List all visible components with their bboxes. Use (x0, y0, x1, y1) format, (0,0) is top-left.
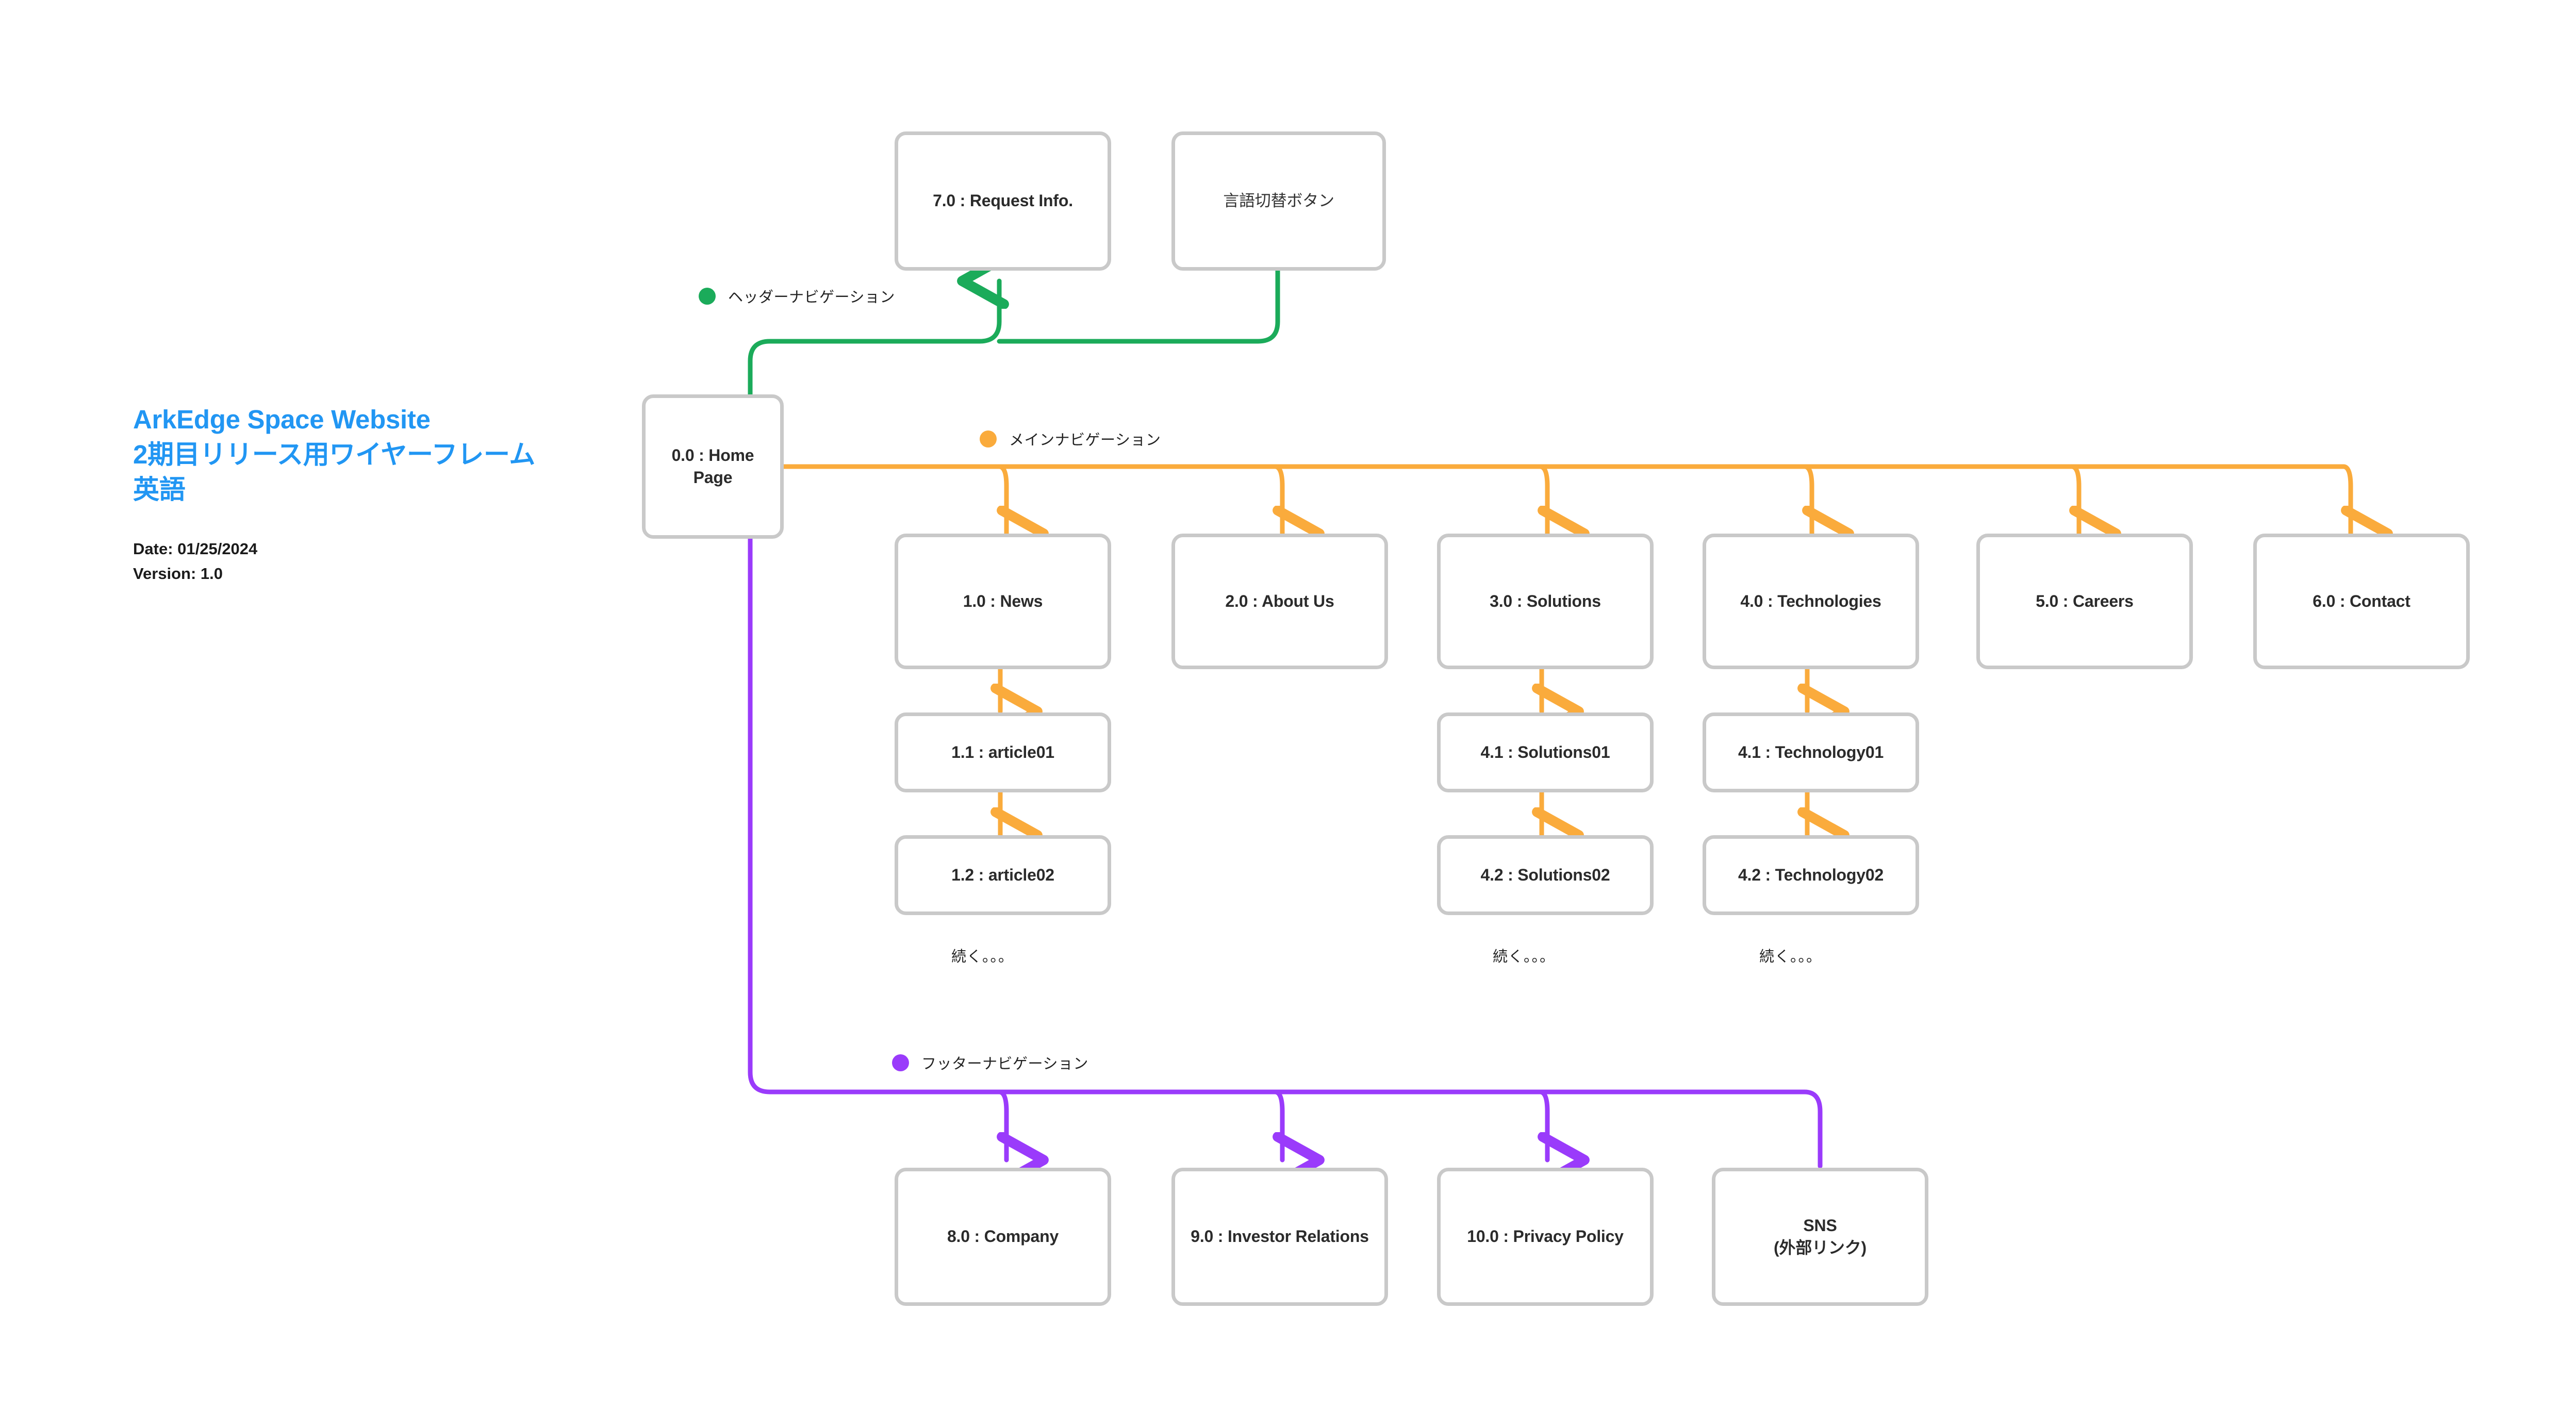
legend-label-header: ヘッダーナビゲーション (728, 289, 895, 306)
legend-dot-footer-icon (892, 1054, 909, 1071)
node-sns-external-link[interactable]: SNS (外部リンク) (1712, 1168, 1928, 1306)
node-sns-label-line1: SNS (1803, 1216, 1837, 1235)
connector-header-nav (748, 263, 1280, 397)
legend-header-nav: ヘッダーナビゲーション (699, 285, 895, 307)
node-solutions-label: 3.0 : Solutions (1490, 591, 1601, 610)
page-title-line-2: 2期目リリース用ワイヤーフレーム (133, 439, 535, 469)
node-privacy-policy-label: 10.0 : Privacy Policy (1467, 1227, 1624, 1246)
node-article02[interactable]: 1.2 : article02 (895, 835, 1111, 915)
continuation-technologies: 続く。。。 (1759, 949, 1822, 965)
node-request-info-label: 7.0 : Request Info. (933, 191, 1073, 210)
node-solutions01[interactable]: 4.1 : Solutions01 (1437, 712, 1654, 792)
node-language-switch-button[interactable]: 言語切替ボタン (1171, 131, 1386, 271)
node-company[interactable]: 8.0 : Company (895, 1168, 1111, 1306)
node-technologies-label: 4.0 : Technologies (1740, 591, 1881, 610)
legend-main-nav: メインナビゲーション (980, 428, 1161, 450)
title-block: ArkEdge Space Website 2期目リリース用ワイヤーフレーム 英… (133, 402, 556, 586)
node-article01-label: 1.1 : article01 (951, 742, 1054, 761)
node-article02-label: 1.2 : article02 (951, 865, 1054, 884)
node-home-page[interactable]: 0.0 : Home Page (642, 394, 784, 539)
node-solutions[interactable]: 3.0 : Solutions (1437, 534, 1654, 669)
node-sns-label-line2: (外部リンク) (1774, 1238, 1867, 1257)
page-title-line-3: 英語 (133, 474, 186, 504)
node-solutions01-label: 4.1 : Solutions01 (1480, 742, 1610, 761)
legend-label-footer: フッターナビゲーション (921, 1056, 1088, 1072)
legend-label-main: メインナビゲーション (1009, 432, 1161, 449)
node-investor-relations[interactable]: 9.0 : Investor Relations (1171, 1168, 1388, 1306)
page-title-line-1: ArkEdge Space Website (133, 405, 431, 434)
node-technology01-label: 4.1 : Technology01 (1738, 742, 1884, 761)
legend-footer-nav: フッターナビゲーション (892, 1052, 1088, 1073)
node-solutions02-label: 4.2 : Solutions02 (1480, 865, 1610, 884)
node-technology01[interactable]: 4.1 : Technology01 (1703, 712, 1919, 792)
node-news-label: 1.0 : News (963, 591, 1043, 610)
continuation-news: 続く。。。 (951, 949, 1014, 965)
version-label: Version: 1.0 (133, 564, 223, 583)
node-home-page-label: 0.0 : Home Page (671, 445, 754, 487)
legend-dot-main-icon (980, 430, 997, 447)
node-technology02-label: 4.2 : Technology02 (1738, 865, 1884, 884)
node-careers-label: 5.0 : Careers (2036, 591, 2134, 610)
node-contact[interactable]: 6.0 : Contact (2253, 534, 2470, 669)
node-privacy-policy[interactable]: 10.0 : Privacy Policy (1437, 1168, 1654, 1306)
node-language-switch-button-label: 言語切替ボタン (1223, 192, 1334, 210)
node-about-us-label: 2.0 : About Us (1225, 591, 1334, 610)
node-technologies[interactable]: 4.0 : Technologies (1703, 534, 1919, 669)
node-technology02[interactable]: 4.2 : Technology02 (1703, 835, 1919, 915)
node-about-us[interactable]: 2.0 : About Us (1171, 534, 1388, 669)
node-careers[interactable]: 5.0 : Careers (1976, 534, 2193, 669)
node-solutions02[interactable]: 4.2 : Solutions02 (1437, 835, 1654, 915)
legend-dot-header-icon (699, 287, 716, 305)
node-investor-relations-label: 9.0 : Investor Relations (1191, 1227, 1369, 1246)
date-label: Date: 01/25/2024 (133, 540, 258, 558)
node-news[interactable]: 1.0 : News (895, 534, 1111, 669)
node-company-label: 8.0 : Company (947, 1227, 1059, 1246)
node-article01[interactable]: 1.1 : article01 (895, 712, 1111, 792)
continuation-solutions: 続く。。。 (1493, 949, 1556, 965)
node-contact-label: 6.0 : Contact (2313, 591, 2410, 610)
node-request-info[interactable]: 7.0 : Request Info. (895, 131, 1111, 271)
